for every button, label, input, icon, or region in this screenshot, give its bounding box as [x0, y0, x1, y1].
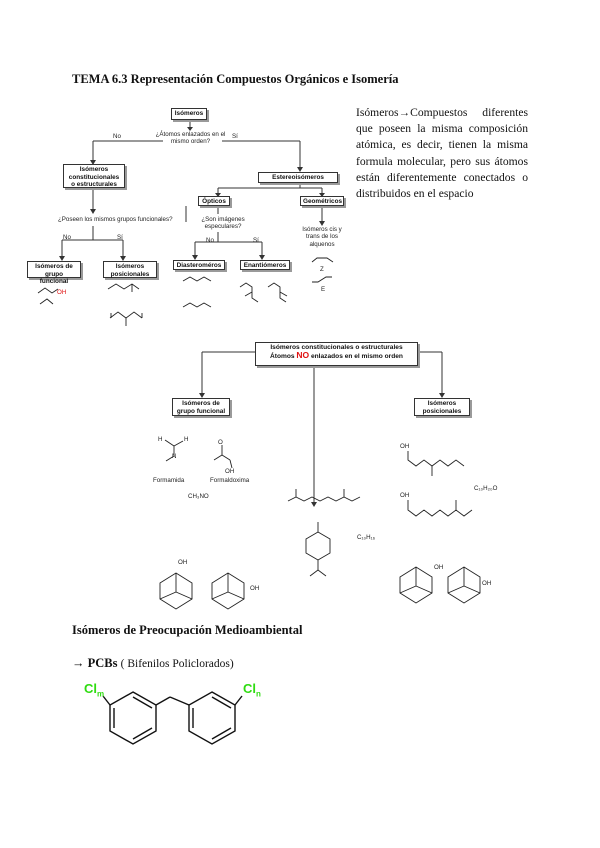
formamida-label: Formamida: [153, 477, 185, 484]
posicionales-box-2: Isómeros posicionales: [414, 398, 470, 416]
h-label-1: H: [184, 436, 189, 443]
formula-ch3no: CH₃NO: [188, 493, 209, 500]
geometricos-box: Geométricos: [300, 196, 344, 206]
n-label: N: [172, 453, 177, 460]
constitutional-header-box: Isómeros constitucionales o estructurale…: [255, 342, 418, 366]
formula-c10h20o: C₁₀H₂₀O: [474, 485, 498, 492]
oh-label-formaldoxima: OH: [225, 468, 235, 475]
opticos-box: Ópticos: [198, 196, 230, 206]
molecule-sketches-chart2: [159, 439, 481, 610]
molecule-sketches-chart1: [37, 257, 334, 326]
cl-m-base: Cl: [84, 681, 97, 696]
label-no: No: [113, 133, 121, 140]
question-functional-groups: ¿Poseen los mismos grupos funcionales?: [58, 216, 173, 223]
pcb-name: PCBs: [87, 656, 118, 670]
cl-n-base: Cl: [243, 681, 256, 696]
arrow-text: →: [72, 656, 85, 670]
label-si: Sí: [232, 133, 238, 140]
oh-label-4: OH: [178, 559, 188, 566]
z-label: Z: [320, 266, 324, 273]
diastereomeros-box: Diasteroméros: [173, 260, 225, 270]
oh-label-7: OH: [482, 580, 492, 587]
header-post-text: enlazados en el mismo orden: [309, 352, 403, 360]
oh-label-3: OH: [400, 492, 410, 499]
cl-n-label: Cln: [243, 681, 261, 699]
cl-m-label: Clm: [84, 681, 104, 699]
oh-label-6: OH: [434, 564, 444, 571]
pcb-description: ( Bifenilos Policlorados): [120, 658, 234, 670]
pcb-line: → PCBs ( Bifenilos Policlorados): [72, 656, 234, 671]
label-si-3: Sí: [253, 237, 259, 244]
page-title: TEMA 6.3 Representación Compuestos Orgán…: [72, 72, 399, 86]
label-no-3: No: [206, 237, 214, 244]
enantiomeros-box: Enantiómeros: [240, 260, 290, 270]
question-mirror-images: ¿Son imágenes especulares?: [201, 216, 245, 231]
cl-m-sub: m: [97, 689, 105, 699]
posicionales-box: Isómeros posicionales: [103, 261, 157, 278]
formaldoxima-label: Formaldoxima: [210, 477, 250, 484]
definition-paragraph: Isómeros→Compuestos diferentes que posee…: [356, 106, 528, 201]
header-no-text: NO: [296, 349, 310, 360]
question-atoms-order: ¿Átomos enlazados en el mismo orden?: [155, 131, 226, 146]
constitucionales-box: Isómeros constitucionales o estructurale…: [63, 164, 125, 188]
constitutional-header-line2: Átomos NO enlazados en el mismo orden: [258, 349, 415, 361]
oh-label-5: OH: [250, 585, 260, 592]
section-title-environmental: Isómeros de Preocupación Medioambiental: [72, 623, 303, 637]
formula-c10h16: C₁₀H₁₆: [357, 534, 376, 541]
header-pre-text: Átomos: [270, 352, 297, 360]
estereoisomeros-box: Estereoisómeros: [258, 172, 338, 183]
cis-trans-label: Isómeros cis y trans de los alquenos: [302, 226, 342, 248]
h-label-2: H: [158, 436, 163, 443]
cl-n-sub: n: [256, 689, 261, 699]
label-si-2: Sí: [117, 234, 123, 241]
label-no-2: No: [63, 234, 71, 241]
constitutional-header-line1: Isómeros constitucionales o estructurale…: [270, 344, 403, 351]
grupo-funcional-box-2: Isómeros de grupo funcional: [172, 398, 230, 416]
isomeros-box: Isómeros: [171, 108, 207, 120]
o-label: O: [218, 439, 223, 446]
e-label: E: [321, 286, 326, 293]
grupo-funcional-box: Isómeros de grupo funcional: [27, 261, 81, 285]
oh-label-2: OH: [400, 443, 410, 450]
oh-label-1: OH: [57, 289, 67, 296]
